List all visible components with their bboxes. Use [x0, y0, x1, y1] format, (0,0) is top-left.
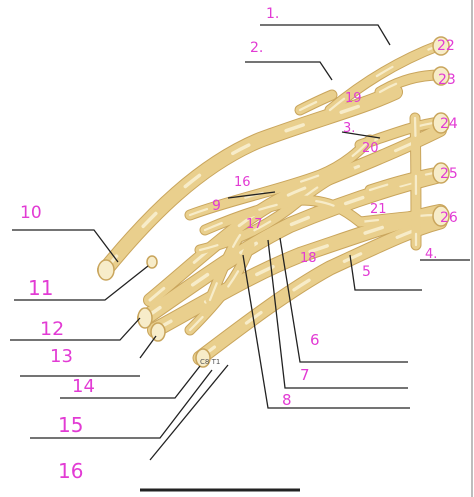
- nerve-medial-cord-fill: [200, 195, 365, 235]
- nerve-subscapular-highlight: [413, 116, 418, 247]
- label-25: 25: [440, 166, 458, 182]
- leader-8: [242, 254, 410, 409]
- nerve-lateral-cord-highlight: [188, 138, 372, 217]
- label-9: 9: [212, 198, 221, 214]
- cut-end-23: [432, 66, 450, 86]
- nerve-stubs: [97, 36, 450, 368]
- leader-5: [349, 254, 422, 291]
- leader-11: [14, 265, 149, 301]
- cut-end-13: [150, 322, 166, 342]
- leader-12: [10, 317, 141, 341]
- nerve-fills: [98, 40, 447, 365]
- cut-end-14: [195, 348, 211, 368]
- nerve-c7-root-highlight: [143, 173, 442, 320]
- label-22: 22: [437, 38, 455, 54]
- cut-end-12: [137, 307, 153, 329]
- cut-end-10: [97, 259, 115, 281]
- label-1: 1.: [266, 6, 279, 22]
- leader-6: [279, 237, 408, 363]
- leader-1: [260, 24, 391, 46]
- label-7: 7: [300, 366, 310, 384]
- label-20: 20: [362, 141, 379, 156]
- leader-16: [149, 364, 229, 461]
- label-19: 19: [345, 91, 362, 106]
- cut-end-22: [432, 36, 450, 56]
- label-5: 5: [362, 264, 371, 280]
- label-6: 6: [310, 331, 320, 349]
- printed-tag: C8 T1: [200, 358, 220, 366]
- leader-14b: [60, 365, 201, 399]
- handwritten-labels: 1. 2. 3. 4. 5 6 7 8 9 10 11 12 13 14 15 …: [20, 6, 458, 483]
- label-4: 4.: [425, 247, 437, 262]
- nerve-branch-13-highlight: [208, 233, 242, 302]
- nerve-t1-root-highlight: [198, 220, 442, 360]
- label-21: 21: [370, 202, 387, 217]
- leader-9: [227, 191, 276, 199]
- label-8: 8: [282, 391, 292, 409]
- nerve-c6-root-highlight: [148, 128, 442, 302]
- leader-13: [139, 335, 157, 359]
- nerve-upper-subscapular-highlight: [298, 93, 334, 112]
- cut-end-11: [146, 255, 158, 269]
- label-26: 26: [440, 210, 458, 226]
- label-10: 10: [20, 203, 42, 223]
- label-13: 13: [50, 346, 73, 367]
- leader-7: [267, 239, 408, 389]
- leader-10: [12, 229, 119, 263]
- cut-end-24: [432, 112, 450, 134]
- nerve-suprascapular-highlight: [328, 43, 442, 112]
- label-2: 2.: [250, 40, 263, 56]
- label-15: 15: [58, 413, 83, 437]
- label-16: 16: [58, 459, 83, 483]
- label-17: 17: [246, 217, 263, 232]
- label-14: 14: [72, 376, 95, 397]
- nerve-c5-root-highlight: [103, 90, 397, 272]
- label-3: 3.: [343, 121, 355, 136]
- nerve-musculocutaneous-fill: [375, 70, 445, 97]
- label-18: 18: [300, 251, 317, 266]
- label-16-upper: 16: [234, 175, 251, 190]
- leader-lines: [10, 24, 470, 492]
- label-12: 12: [40, 318, 64, 340]
- label-11: 11: [28, 276, 53, 300]
- nerve-long-thoracic-highlight: [188, 243, 252, 332]
- cut-end-25: [432, 162, 450, 184]
- label-23: 23: [438, 72, 456, 88]
- leader-15: [30, 369, 213, 439]
- leader-2: [245, 61, 333, 81]
- cut-end-26: [432, 205, 450, 227]
- leader-3: [341, 131, 381, 139]
- label-24: 24: [440, 116, 458, 132]
